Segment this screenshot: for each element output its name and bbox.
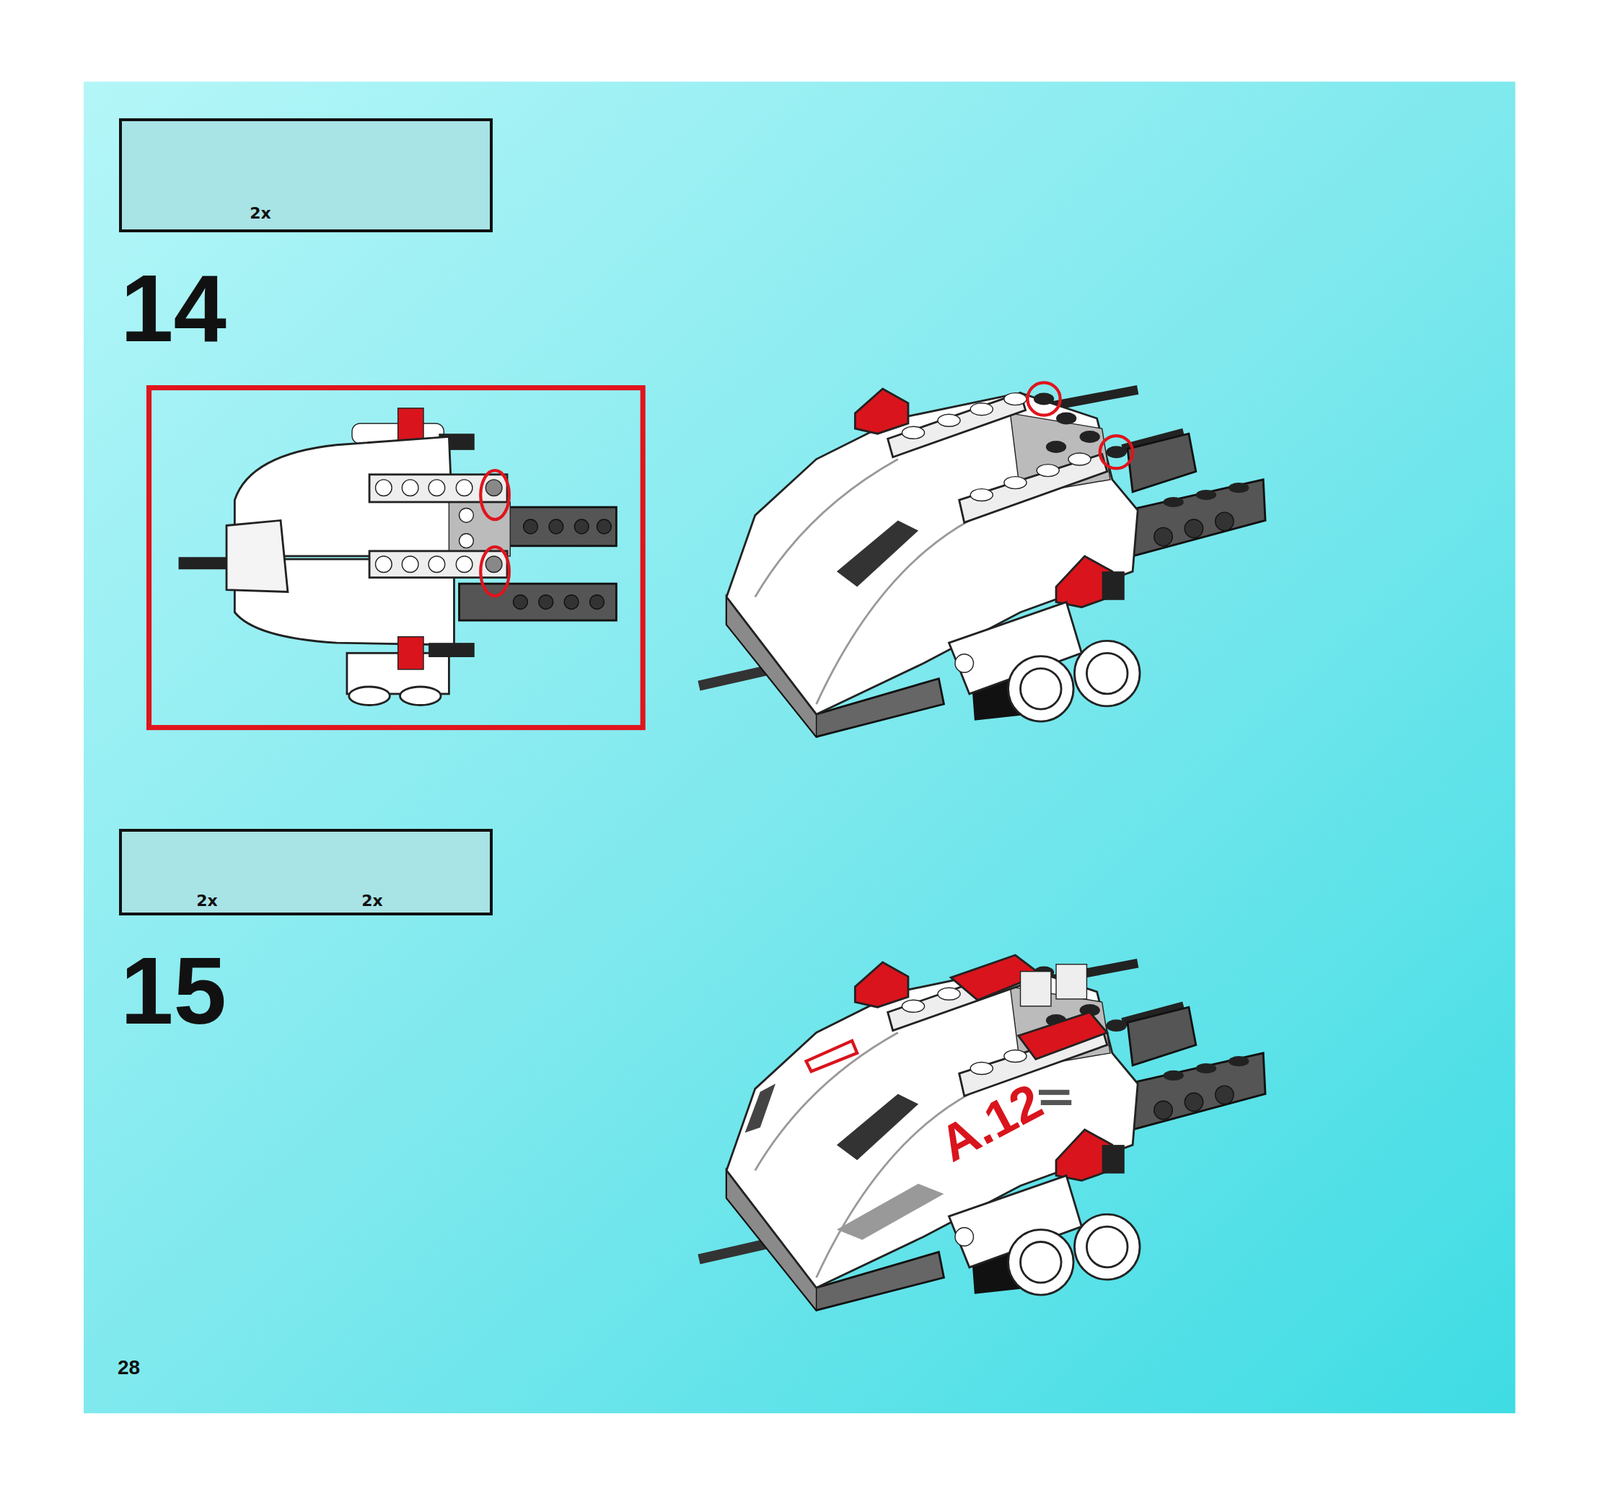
part-quantity: 2x [196, 891, 218, 910]
page-number: 28 [117, 1357, 140, 1378]
step-number: 15 [120, 943, 227, 1039]
step-number: 14 [120, 261, 227, 357]
parts-box: 2x [119, 118, 493, 233]
parts-box: 2x 2x [119, 828, 493, 916]
part-quantity: 2x [249, 204, 272, 223]
part-quantity: 2x [361, 891, 384, 910]
decal-text: A.12 [932, 1075, 1050, 1171]
